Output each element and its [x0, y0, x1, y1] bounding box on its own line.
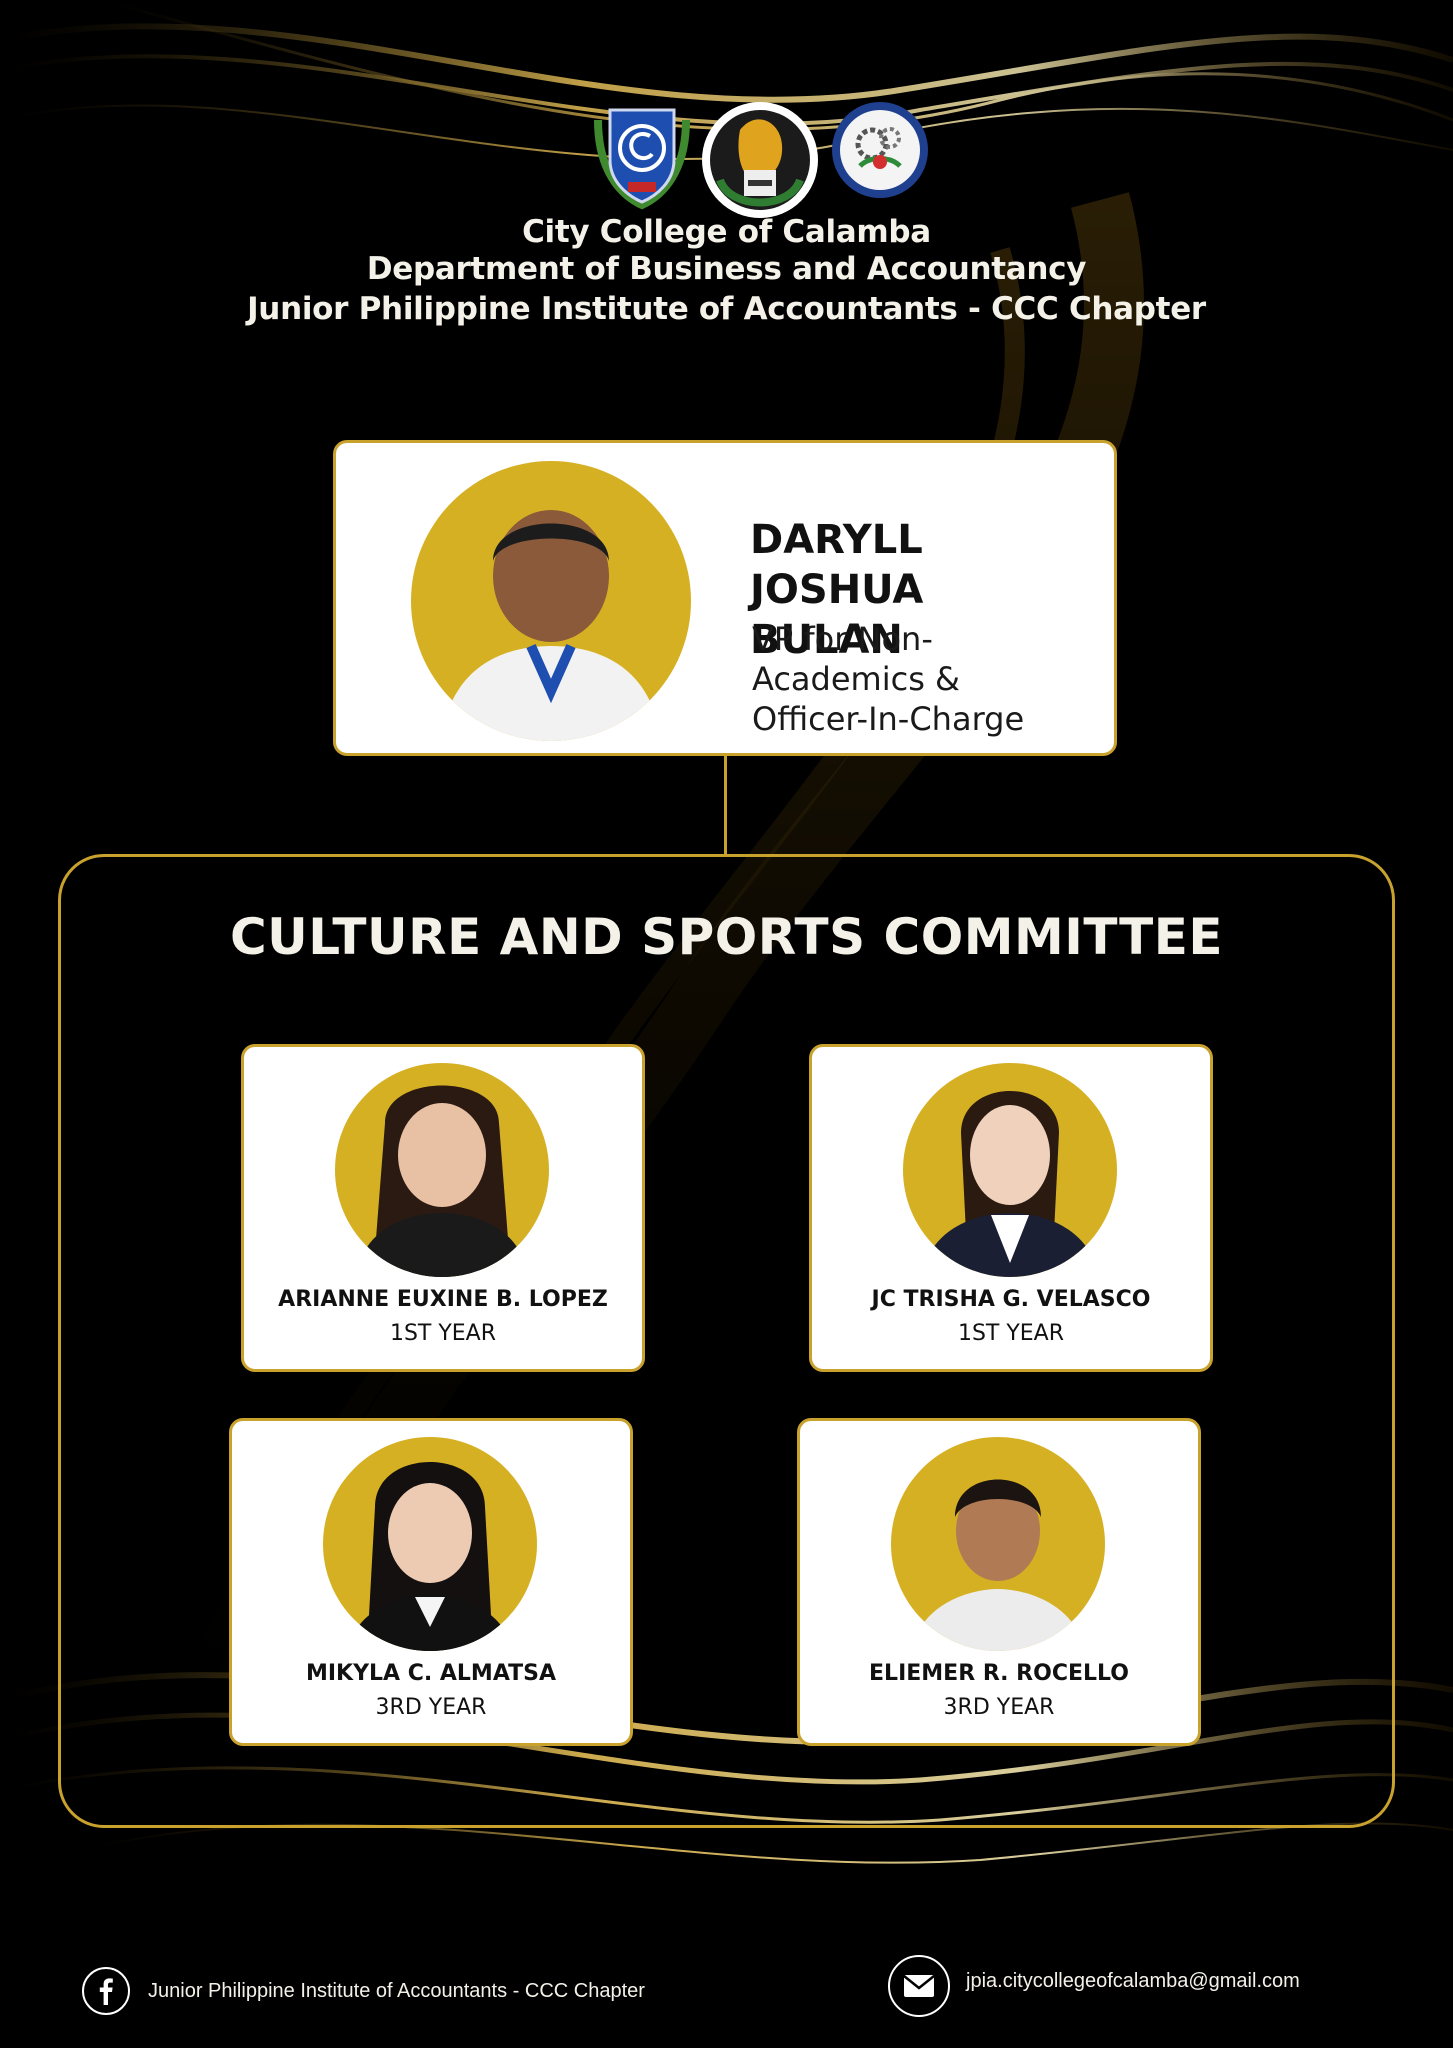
officer-card: DARYLL JOSHUA BULAN VP for Non- Academic…: [333, 440, 1117, 756]
header-department-name: Department of Business and Accountancy: [366, 251, 1087, 287]
dba-logo: [832, 102, 928, 198]
member-card: ARIANNE EUXINE B. LOPEZ 1ST YEAR: [241, 1044, 645, 1372]
member-year: 3RD YEAR: [943, 1695, 1055, 1720]
member-photo: [323, 1437, 537, 1651]
member-photo: [335, 1063, 549, 1277]
officer-name: DARYLL JOSHUA BULAN: [750, 517, 924, 663]
person-silhouette-icon: [921, 1091, 1099, 1277]
email-link[interactable]: jpia.citycollegeofcalamba@gmail.com: [966, 1970, 1300, 1992]
committee-title: CULTURE AND SPORTS COMMITTEE: [229, 908, 1224, 966]
member-name: ELIEMER R. ROCELLO: [869, 1661, 1129, 1686]
member-year: 1ST YEAR: [389, 1321, 497, 1346]
facebook-page-link[interactable]: Junior Philippine Institute of Accountan…: [148, 1980, 645, 2002]
envelope-icon[interactable]: [888, 1955, 950, 2017]
member-name: ARIANNE EUXINE B. LOPEZ: [278, 1287, 608, 1312]
org-chart-connector: [724, 756, 727, 854]
officer-photo: [411, 461, 691, 741]
committee-frame: [58, 854, 1395, 1828]
person-silhouette-icon: [347, 1462, 513, 1651]
member-photo: [891, 1437, 1105, 1651]
member-name: MIKYLA C. ALMATSA: [305, 1661, 557, 1686]
person-silhouette-icon: [911, 1479, 1085, 1651]
person-silhouette-icon: [355, 1085, 529, 1277]
member-name: JC TRISHA G. VELASCO: [871, 1287, 1151, 1312]
header-organization-name: Junior Philippine Institute of Accountan…: [247, 291, 1206, 327]
member-photo: [903, 1063, 1117, 1277]
member-card: JC TRISHA G. VELASCO 1ST YEAR: [809, 1044, 1213, 1372]
member-card: ELIEMER R. ROCELLO 3RD YEAR: [797, 1418, 1201, 1746]
officer-role: VP for Non- Academics & Officer-In-Charg…: [752, 620, 1025, 738]
facebook-icon[interactable]: [82, 1967, 130, 2015]
header-logos: [0, 100, 1453, 218]
member-card: MIKYLA C. ALMATSA 3RD YEAR: [229, 1418, 633, 1746]
jpia-logo: [702, 102, 818, 218]
header-college-name: City College of Calamba: [522, 214, 931, 250]
member-year: 3RD YEAR: [375, 1695, 487, 1720]
city-college-of-calamba-logo: [594, 108, 690, 210]
member-year: 1ST YEAR: [957, 1321, 1065, 1346]
person-silhouette-icon: [441, 510, 661, 741]
